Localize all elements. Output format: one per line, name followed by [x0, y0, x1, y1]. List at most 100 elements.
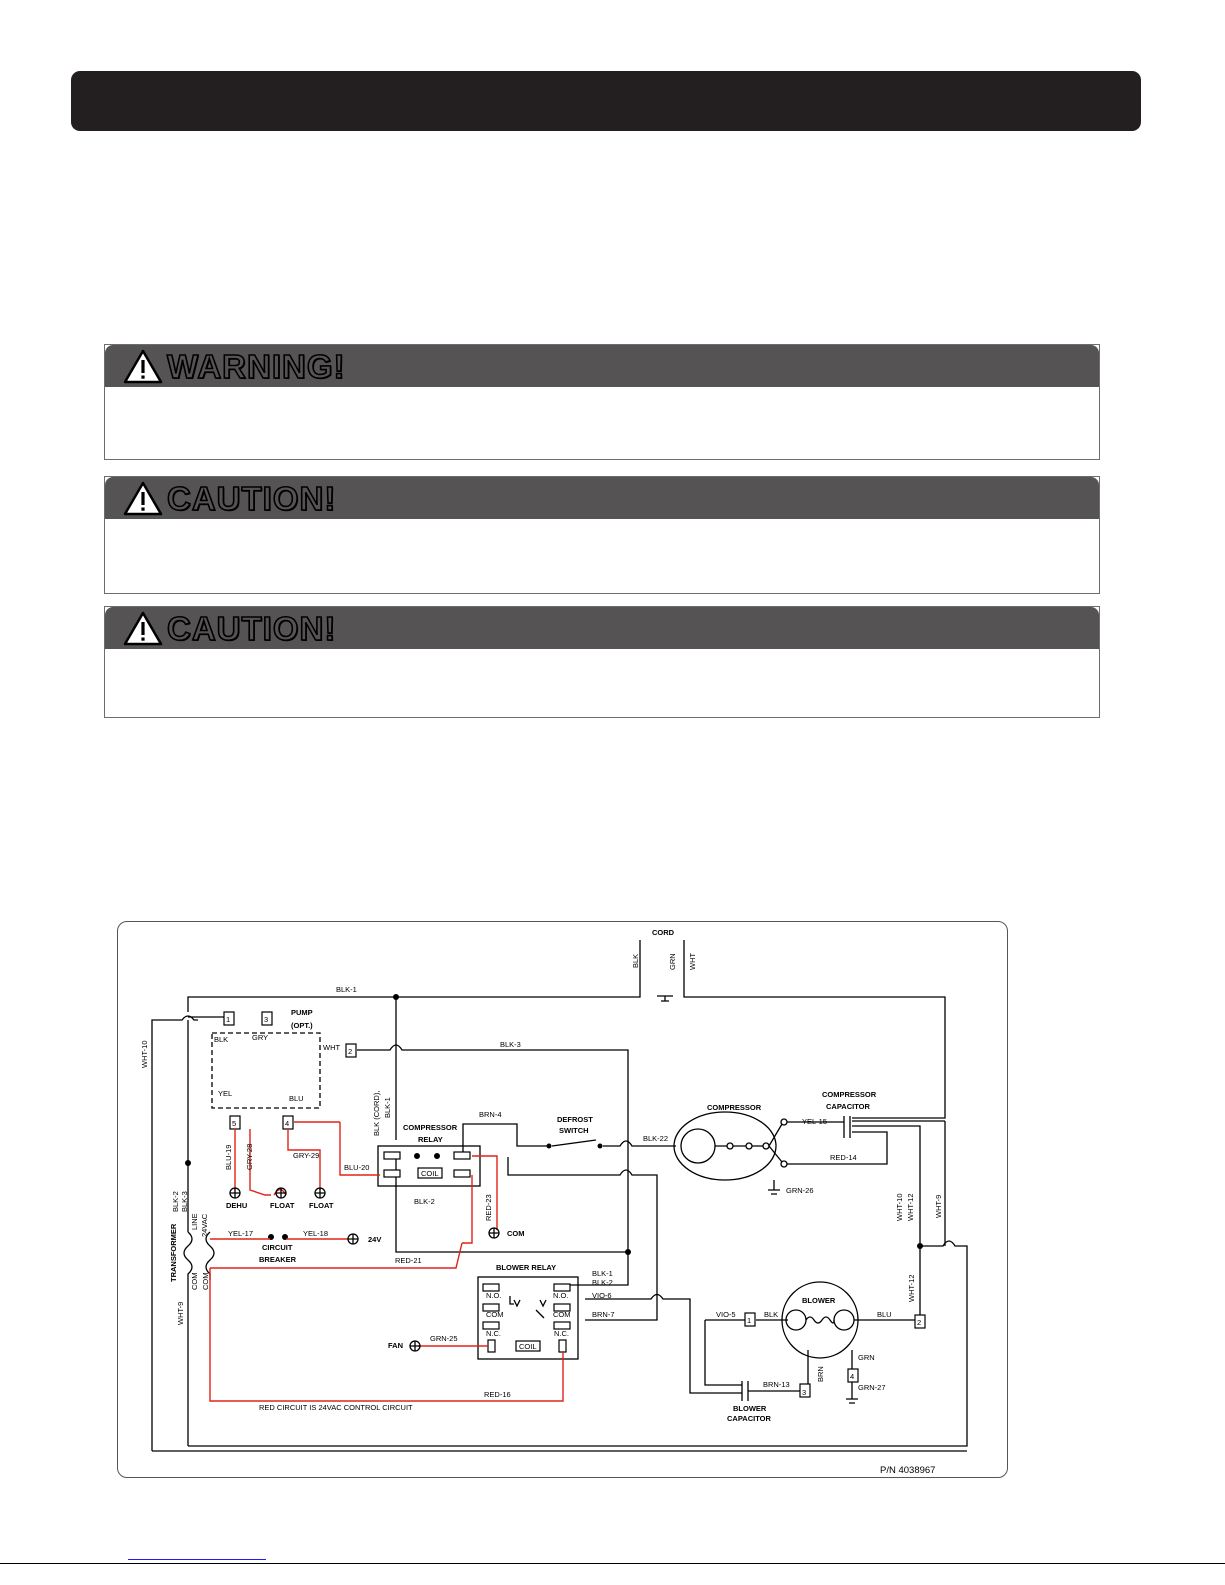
com-terminal-label: COM	[507, 1229, 525, 1238]
wire-blk2-left-label: BLK-2	[171, 1191, 180, 1212]
pump-blu-label: BLU	[289, 1094, 304, 1103]
terminal-2-blower: 2	[917, 1318, 921, 1327]
wire-red21-label: RED-21	[395, 1256, 422, 1265]
pump-opt-label: (OPT.)	[291, 1021, 313, 1030]
wire-blk1-label: BLK-1	[336, 985, 357, 994]
terminal-3-blower: 3	[802, 1388, 806, 1397]
wire-grn25-label: GRN-25	[430, 1334, 458, 1343]
blower-capacitor-label: BLOWER	[733, 1404, 767, 1413]
fan-terminal-label: FAN	[388, 1341, 403, 1350]
relay-nc-left: N.C.	[486, 1329, 501, 1338]
caution-title-1: CAUTION!	[166, 479, 337, 518]
caution-triangle-icon	[123, 481, 163, 516]
cord-wht-label: WHT	[688, 953, 697, 970]
wire-blk1-right-label: BLK-1	[592, 1269, 613, 1278]
blower-grn-label: GRN	[858, 1353, 875, 1362]
wire-red23-label: RED-23	[484, 1194, 493, 1221]
compressor-relay-label-2: RELAY	[418, 1135, 443, 1144]
compressor-relay-label: COMPRESSOR	[403, 1123, 458, 1132]
dehu-terminal-label: DEHU	[226, 1201, 247, 1210]
wire-grn26-label: GRN-26	[786, 1186, 814, 1195]
compressor-label: COMPRESSOR	[707, 1103, 762, 1112]
wire-yel18-label: YEL-18	[303, 1229, 328, 1238]
pump-blk-label: BLK	[214, 1035, 228, 1044]
wire-brn4-label: BRN-4	[479, 1110, 502, 1119]
footer-rule	[0, 1563, 1225, 1564]
wire-wht10-label: WHT-10	[140, 1040, 149, 1068]
caution-title-bar-2: CAUTION!	[105, 607, 1099, 649]
transformer-label: TRANSFORMER	[169, 1223, 178, 1282]
wire-blk2-right-label: BLK-2	[592, 1278, 613, 1287]
terminal-2: 2	[348, 1047, 352, 1056]
wire-vio6-label: VIO-6	[592, 1291, 612, 1300]
wire-blk2-label: BLK-2	[414, 1197, 435, 1206]
caution-triangle-icon	[123, 611, 163, 646]
transformer-line-label: LINE	[190, 1213, 199, 1230]
wire-blk3-label: BLK-3	[500, 1040, 521, 1049]
part-number: P/N 4038967	[880, 1465, 935, 1476]
terminal-4: 4	[285, 1119, 289, 1128]
wiring-diagram-frame: CORD BLK GRN WHT BLK-1 BLK-3 WHT-10 PUMP…	[117, 921, 1008, 1478]
section-header-bar	[71, 71, 1141, 131]
wire-gry28-label: GRY-28	[245, 1144, 254, 1170]
blower-relay-coil-label: COIL	[519, 1342, 537, 1351]
float-terminal-2-label: FLOAT	[309, 1201, 334, 1210]
wire-gry29-label: GRY-29	[293, 1151, 319, 1160]
blower-capacitor-label-2: CAPACITOR	[727, 1414, 771, 1423]
cord-label: CORD	[652, 928, 675, 937]
wire-red16-label: RED-16	[484, 1390, 511, 1399]
defrost-switch-label: DEFROST	[557, 1115, 593, 1124]
warning-title-bar: WARNING!	[105, 345, 1099, 387]
float-terminal-1-label: FLOAT	[270, 1201, 295, 1210]
terminal-5: 5	[232, 1119, 236, 1128]
wire-blu19-label: BLU-19	[224, 1145, 233, 1170]
relay-nc-right: N.C.	[554, 1329, 569, 1338]
terminal-3: 3	[264, 1015, 268, 1024]
compressor-capacitor-label: COMPRESSOR	[822, 1090, 877, 1099]
wire-wht12-right-label: WHT-12	[906, 1193, 915, 1221]
24v-terminal-label: 24V	[368, 1235, 381, 1244]
terminal-1-blower: 1	[747, 1316, 751, 1325]
blower-label: BLOWER	[802, 1296, 836, 1305]
transformer-24vac-label: 24VAC	[200, 1213, 209, 1237]
caution-title-bar-1: CAUTION!	[105, 477, 1099, 519]
blk-cord-label: BLK (CORD),	[372, 1091, 381, 1136]
wire-yel15-label: YEL-15	[802, 1117, 827, 1126]
compressor-capacitor-label-2: CAPACITOR	[826, 1102, 870, 1111]
transformer-com-right-label: COM	[201, 1273, 210, 1291]
cord-grn-label: GRN	[668, 953, 677, 970]
pump-label: PUMP	[291, 1008, 313, 1017]
circuit-breaker-label: CIRCUIT	[262, 1243, 293, 1252]
cord-blk-label: BLK	[631, 954, 640, 968]
wire-blk22-label: BLK-22	[643, 1134, 668, 1143]
wire-brn7-label: BRN-7	[592, 1310, 615, 1319]
wire-blu20-label: BLU-20	[344, 1163, 369, 1172]
pump-gry-label: GRY	[252, 1033, 268, 1042]
wire-yel17-label: YEL-17	[228, 1229, 253, 1238]
warning-triangle-icon	[123, 349, 163, 384]
footer-link-underline[interactable]	[128, 1559, 266, 1560]
relay-com-right: COM	[553, 1310, 571, 1319]
warning-title: WARNING!	[166, 347, 346, 386]
terminal-4-blower: 4	[850, 1372, 854, 1381]
wire-grn27-label: GRN-27	[858, 1383, 886, 1392]
wiring-diagram: CORD BLK GRN WHT BLK-1 BLK-3 WHT-10 PUMP…	[140, 928, 968, 1476]
wire-wht12-vertical-label: WHT-12	[907, 1274, 916, 1302]
warning-box: WARNING!	[104, 344, 1100, 460]
terminal-1: 1	[226, 1015, 230, 1024]
wire-red14-label: RED-14	[830, 1153, 857, 1162]
defrost-switch-label-2: SWITCH	[559, 1126, 589, 1135]
blower-blk-label: BLK	[764, 1310, 778, 1319]
transformer-com-left-label: COM	[190, 1273, 199, 1291]
blower-brn-label: BRN	[816, 1366, 825, 1382]
blower-relay-label: BLOWER RELAY	[496, 1263, 556, 1272]
pump-wht-label: WHT	[323, 1043, 340, 1052]
wire-brn13-label: BRN-13	[763, 1380, 790, 1389]
wire-wht9-right-label: WHT-9	[934, 1195, 943, 1218]
caution-title-2: CAUTION!	[166, 609, 337, 648]
blk1-vertical-label: BLK-1	[383, 1097, 392, 1118]
relay-com-left: COM	[486, 1310, 504, 1319]
caution-box-1: CAUTION!	[104, 476, 1100, 594]
caution-box-2: CAUTION!	[104, 606, 1100, 718]
wire-blk3-left-label: BLK-3	[180, 1191, 189, 1212]
